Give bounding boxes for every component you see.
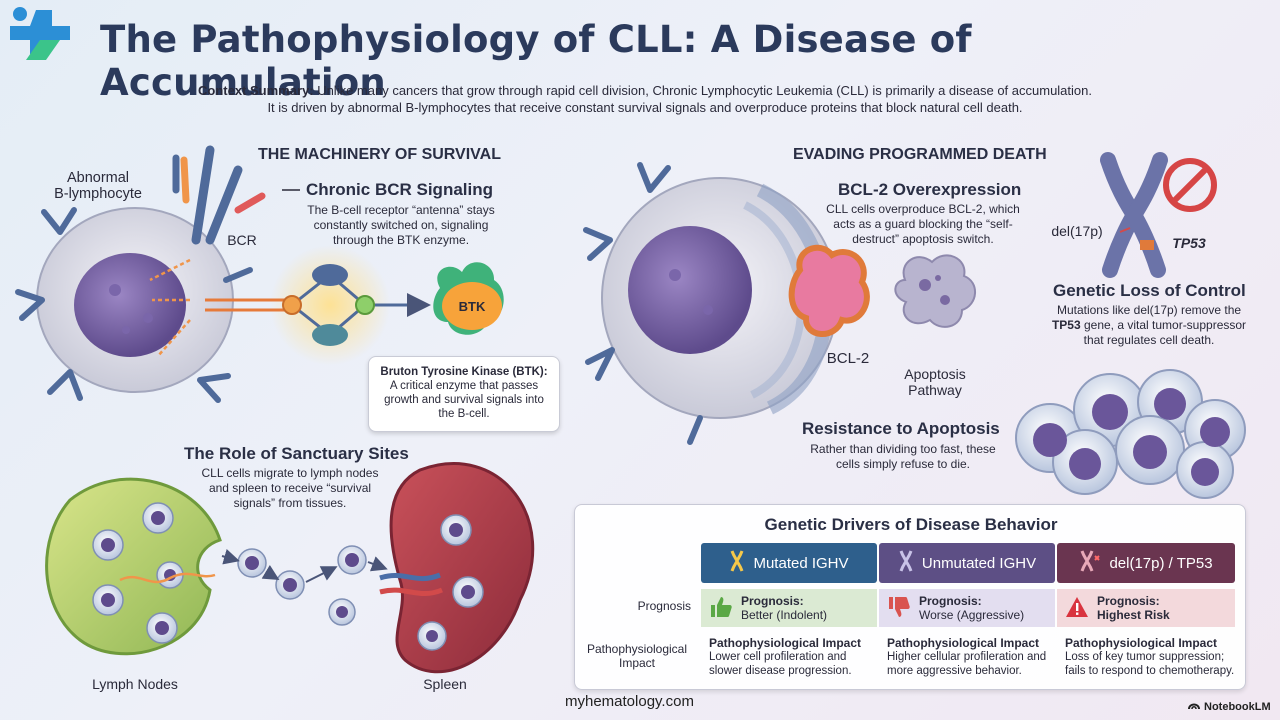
btk-callout-text: A critical enzyme that passes growth and… <box>384 380 544 420</box>
genetic-text-bold: TP53 <box>1051 318 1081 332</box>
genetic-drivers-panel: Genetic Drivers of Disease Behavior Prog… <box>574 504 1246 690</box>
col-header-label: del(17p) / TP53 <box>1109 554 1213 572</box>
apoptosis-cell-icon <box>894 254 976 328</box>
sanctuary-title: The Role of Sanctuary Sites <box>184 444 409 463</box>
spleen-label: Spleen <box>423 676 467 692</box>
abnormal-b-cell-label: Abnormal B-lymphocyte <box>54 170 142 202</box>
resistance-title: Resistance to Apoptosis <box>802 419 1000 438</box>
chronic-bcr-text: The B-cell receptor “antenna” stays cons… <box>307 203 495 247</box>
chronic-bcr-title: Chronic BCR Signaling <box>306 180 493 199</box>
survival-heading: THE MACHINERY OF SURVIVAL <box>258 146 501 163</box>
impact-cell-mutated: Pathophysiological Impact Lower cell pro… <box>709 636 877 678</box>
lymph-nodes-label: Lymph Nodes <box>92 676 178 692</box>
btk-label: BTK <box>458 299 486 314</box>
footer-brand-label: NotebookLM <box>1204 700 1271 713</box>
page-title: The Pathophysiology of CLL: A Disease of… <box>100 18 972 104</box>
prog-label: Prognosis: <box>919 594 982 608</box>
prog-label: Prognosis: <box>741 594 804 608</box>
impact-cell-unmutated: Pathophysiological Impact Higher cellula… <box>887 636 1055 678</box>
bcr-label: BCR <box>227 232 257 248</box>
impact-cell-del17p: Pathophysiological Impact Loss of key tu… <box>1065 636 1237 678</box>
prognosis-cell-del17p: Prognosis:Highest Risk <box>1057 589 1235 627</box>
prohibited-icon <box>1163 158 1217 212</box>
lymph-node-illustration <box>45 477 222 656</box>
row-label-prognosis: Prognosis <box>637 599 691 613</box>
migrating-cells <box>221 545 388 626</box>
thumbs-up-icon <box>709 595 733 622</box>
col-header-label: Unmutated IGHV <box>921 554 1037 572</box>
row-label-impact: Pathophysiological Impact <box>586 642 688 670</box>
evading-heading: EVADING PROGRAMMED DEATH <box>793 146 1047 163</box>
btk-callout-title: Bruton Tyrosine Kinase (BTK): <box>380 366 548 378</box>
resistance-text: Rather than dividing too fast, these cel… <box>810 442 996 471</box>
bcl2-text: CLL cells overproduce BCL-2, which acts … <box>826 202 1020 246</box>
bcl2-title: BCL-2 Overexpression <box>838 180 1022 199</box>
impact-title: Pathophysiological Impact <box>1065 636 1218 650</box>
footer-brand: NotebookLM <box>1188 700 1271 713</box>
thumbs-down-icon <box>887 595 911 622</box>
chromosome-17-icon <box>1100 152 1168 278</box>
col-header-label: Mutated IGHV <box>753 554 849 572</box>
notebooklm-logo-icon <box>1188 700 1200 713</box>
prognosis-cell-mutated: Prognosis:Better (Indolent) <box>701 589 877 627</box>
bcr-signaling-cascade <box>205 245 504 365</box>
warning-icon <box>1065 596 1089 621</box>
footer-site: myhematology.com <box>565 693 694 710</box>
chromosome-icon <box>729 550 745 576</box>
bcl2-label: BCL-2 <box>826 350 870 367</box>
genetic-loss-text: Mutations like del(17p) remove the TP53 … <box>1044 303 1254 348</box>
cll-cell-cluster <box>1015 369 1246 499</box>
chromosome-break-icon <box>1079 550 1101 576</box>
prog-value: Worse (Aggressive) <box>919 608 1025 622</box>
prog-value: Better (Indolent) <box>741 608 828 622</box>
drivers-title: Genetic Drivers of Disease Behavior <box>764 515 1058 534</box>
apoptosis-label: Apoptosis Pathway <box>904 366 966 398</box>
impact-text: Lower cell profileration and slower dise… <box>709 651 852 677</box>
genetic-loss-title: Genetic Loss of Control <box>1053 281 1246 300</box>
prog-label: Prognosis: <box>1097 594 1160 608</box>
genetic-text-post: gene, a vital tumor-suppressor that regu… <box>1083 318 1247 347</box>
impact-title: Pathophysiological Impact <box>709 636 862 650</box>
chromosome-icon <box>898 550 914 576</box>
prognosis-cell-unmutated: Prognosis:Worse (Aggressive) <box>879 589 1055 627</box>
prog-value: Highest Risk <box>1097 608 1170 622</box>
del17p-label: del(17p) <box>1051 223 1103 239</box>
impact-text: Loss of key tumor suppression; fails to … <box>1065 651 1235 677</box>
impact-text: Higher cellular profileration and more a… <box>887 651 1047 677</box>
bcl2-cell-illustration <box>583 162 870 445</box>
col-header-del17p-tp53: del(17p) / TP53 <box>1057 543 1235 583</box>
sanctuary-text: CLL cells migrate to lymph nodes and spl… <box>201 466 379 510</box>
col-header-mutated-ighv: Mutated IGHV <box>701 543 877 583</box>
impact-title: Pathophysiological Impact <box>887 636 1040 650</box>
summary-label: Context Summary: <box>197 83 314 98</box>
btk-callout: Bruton Tyrosine Kinase (BTK): A critical… <box>368 356 560 432</box>
summary-line-2: It is driven by abnormal B-lymphocytes t… <box>267 100 1023 115</box>
tp53-label: TP53 <box>1172 235 1206 251</box>
spleen-illustration <box>379 462 535 674</box>
medical-cross-logo-icon <box>10 7 70 60</box>
summary-line-1: Unlike many cancers that grow through ra… <box>317 83 1092 98</box>
genetic-text-pre: Mutations like del(17p) remove the <box>1056 303 1242 317</box>
col-header-unmutated-ighv: Unmutated IGHV <box>879 543 1055 583</box>
context-summary: Context Summary: Unlike many cancers tha… <box>150 82 1140 116</box>
